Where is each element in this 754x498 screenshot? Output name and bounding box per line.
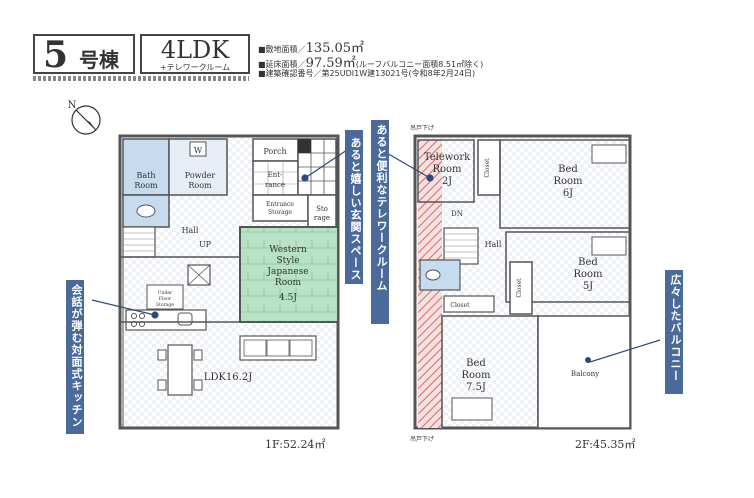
storage-label-2: rage xyxy=(314,214,330,222)
land-area-line: ■敷地面積／135.05㎡ xyxy=(258,37,364,56)
bed1-label-1: Bed xyxy=(558,164,578,175)
floor-2: 吊戸下げ 吊戸下げ Telework Room 2J Closet Bed Ro… xyxy=(410,124,632,443)
storage-label-1: Sto xyxy=(316,205,328,213)
building-suffix: 号棟 xyxy=(79,48,119,72)
floor-area-value: 97.59㎡ xyxy=(305,56,356,71)
floor-area-note: (ルーフバルコニー面積8.51㎡除く) xyxy=(355,60,484,69)
callout-kitchen: 会話が弾む対面式キッチン xyxy=(66,280,84,434)
bath-label-1: Bath xyxy=(136,171,155,180)
bed2-label-2: Room xyxy=(573,269,603,280)
powder-label-2: Room xyxy=(188,181,212,190)
bed1-label-2: Room xyxy=(553,176,583,187)
wc-mark: W xyxy=(194,146,203,155)
floor-area-label: ■延床面積／ xyxy=(258,60,306,69)
bath-label-2: Room xyxy=(134,181,158,190)
entrance-label-2: rance xyxy=(265,181,285,189)
telework-label-2: Room xyxy=(432,164,462,175)
jroom-label-3: Japanese xyxy=(266,267,308,277)
entrance-storage xyxy=(252,194,309,222)
bed3-label-1: Bed xyxy=(466,358,486,369)
jroom-label-4: Room xyxy=(275,278,302,288)
land-area-value: 135.05㎡ xyxy=(305,41,365,56)
hall-1f-label: Hall xyxy=(182,226,199,235)
entrance-label-1: Ent- xyxy=(268,171,283,179)
floor2-area: 2F:45.35㎡ xyxy=(575,438,636,451)
telework-label-3: 2J xyxy=(442,176,452,187)
building-number-box: 5 号棟 xyxy=(33,34,135,76)
under-floor-label-2: Floor xyxy=(159,296,172,302)
entrance-storage-label-1: Entrance xyxy=(266,201,294,208)
powder-label-1: Powder xyxy=(185,171,216,180)
porch-label: Porch xyxy=(263,147,286,156)
plan-subtitle: +テレワークルーム xyxy=(159,63,231,72)
closet2-label: Closet xyxy=(516,278,523,298)
under-floor-label-1: Under xyxy=(158,290,173,296)
jroom-label-1: Western xyxy=(269,245,307,255)
entrance-storage-label-2: Storage xyxy=(268,209,292,216)
bed2-label-3: 5J xyxy=(583,281,593,292)
bed3-label-2: Room xyxy=(461,370,491,381)
header-stripe xyxy=(33,76,249,81)
bedroom-1 xyxy=(499,139,631,229)
japanese-room xyxy=(239,226,339,323)
closet1-label: Closet xyxy=(484,158,491,178)
hall-2f-label: Hall xyxy=(485,240,502,249)
balcony-label: Balcony xyxy=(571,370,599,378)
bed1-label-3: 6J xyxy=(563,188,573,199)
kitchen-counter xyxy=(125,309,207,331)
svg-text:Room: Room xyxy=(134,181,158,190)
telework-label-1: Telework xyxy=(424,152,471,163)
upper-label-bottom: 吊戸下げ xyxy=(410,435,434,443)
plan-type: 4LDK xyxy=(160,36,230,64)
bed2-label-1: Bed xyxy=(578,257,598,268)
building-number: 5 xyxy=(43,34,69,76)
balcony xyxy=(537,315,631,429)
floor-1: Bath Room W Powder Room Porch Ent- rance… xyxy=(118,134,340,430)
floor1-area: 1F:52.24㎡ xyxy=(265,438,326,451)
callout-balcony: 広々したバルコニー xyxy=(665,270,683,394)
dining-table xyxy=(167,344,193,396)
callout-telework: あると便利なテレワークルーム xyxy=(371,120,389,324)
bath-room xyxy=(122,138,170,196)
jroom-label-2: Style xyxy=(276,256,299,266)
floor-area-line: ■延床面積／97.59㎡(ルーフバルコニー面積8.51㎡除く) xyxy=(258,52,483,71)
under-floor-label-3: Storage xyxy=(156,302,174,308)
land-area-label: ■敷地面積／ xyxy=(258,45,306,54)
north-compass: N xyxy=(68,100,101,135)
plan-type-box: 4LDK +テレワークルーム xyxy=(140,34,250,74)
bedroom-2 xyxy=(505,231,631,303)
bed3-label-3: 7.5J xyxy=(466,382,486,393)
up-label: UP xyxy=(199,240,212,249)
certification-line: ■建築確認番号／第25UDI1W建13021号(令和8年2月24日) xyxy=(258,69,476,78)
north-label: N xyxy=(68,100,77,111)
svg-text:Bath: Bath xyxy=(136,171,155,180)
upper-label-top: 吊戸下げ xyxy=(410,124,434,132)
dn-label: DN xyxy=(451,210,463,218)
callout-leaders xyxy=(91,147,661,363)
closet3-label: Closet xyxy=(450,302,470,309)
callout-entrance: あると嬉しい玄関スペース xyxy=(345,130,363,284)
ldk-label: LDK16.2J xyxy=(204,372,252,383)
jroom-label-5: 4.5J xyxy=(279,293,297,303)
